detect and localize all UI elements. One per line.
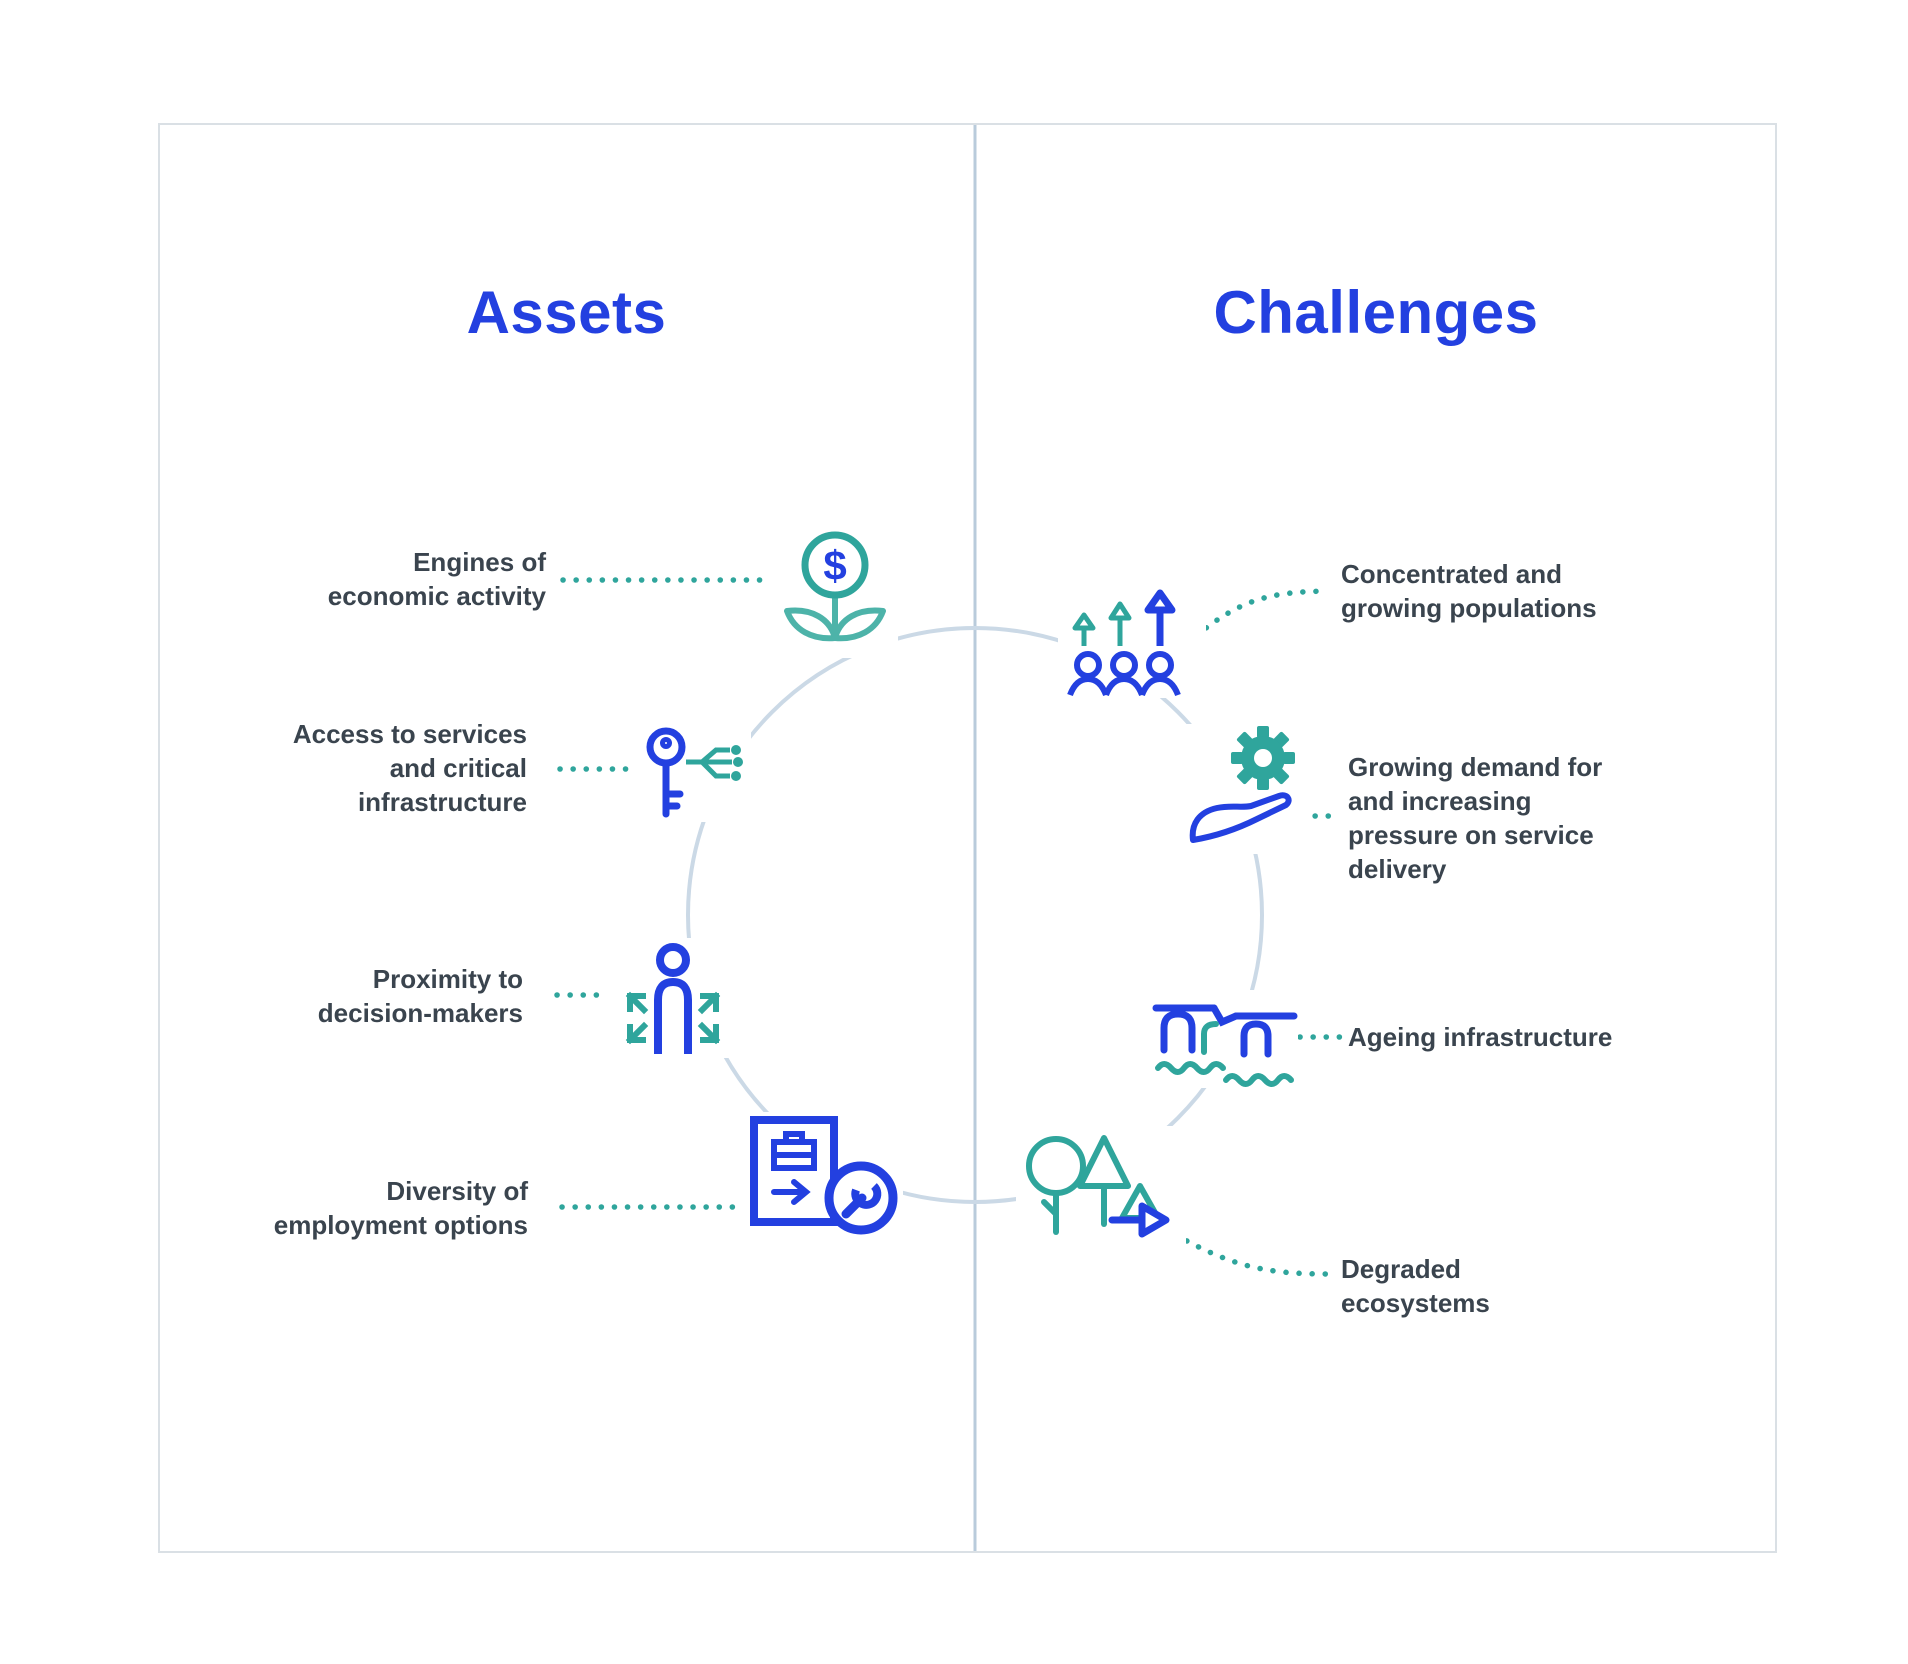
money-plant-icon: $ (772, 528, 898, 658)
key-network-icon (636, 722, 751, 822)
clipboard-wrench-icon (748, 1112, 903, 1237)
hand-gear-icon (1183, 724, 1305, 854)
svg-text:$: $ (823, 542, 846, 589)
asset-label-engines: Engines of economic activity (327, 547, 546, 611)
challenge-label-degraded: Degraded ecosystems (1341, 1254, 1490, 1318)
challenge-label-ageing: Ageing infrastructure (1348, 1022, 1613, 1052)
asset-label-access: Access to services and critical infrastr… (292, 719, 527, 817)
challenge-label-population: Concentrated and growing populations (1341, 559, 1597, 623)
assets-title: Assets (466, 279, 667, 346)
trees-degradation-icon (1016, 1126, 1186, 1248)
challenges-title: Challenges (1213, 279, 1539, 346)
challenge-label-demand: Growing demand for and increasing pressu… (1348, 752, 1603, 884)
person-expand-arrows-icon (608, 938, 738, 1058)
bridge-icon (1152, 990, 1298, 1088)
population-growth-icon (1058, 588, 1206, 698)
asset-label-diversity: Diversity of employment options (273, 1176, 528, 1240)
asset-label-proximity: Proximity to decision-makers (317, 964, 523, 1028)
